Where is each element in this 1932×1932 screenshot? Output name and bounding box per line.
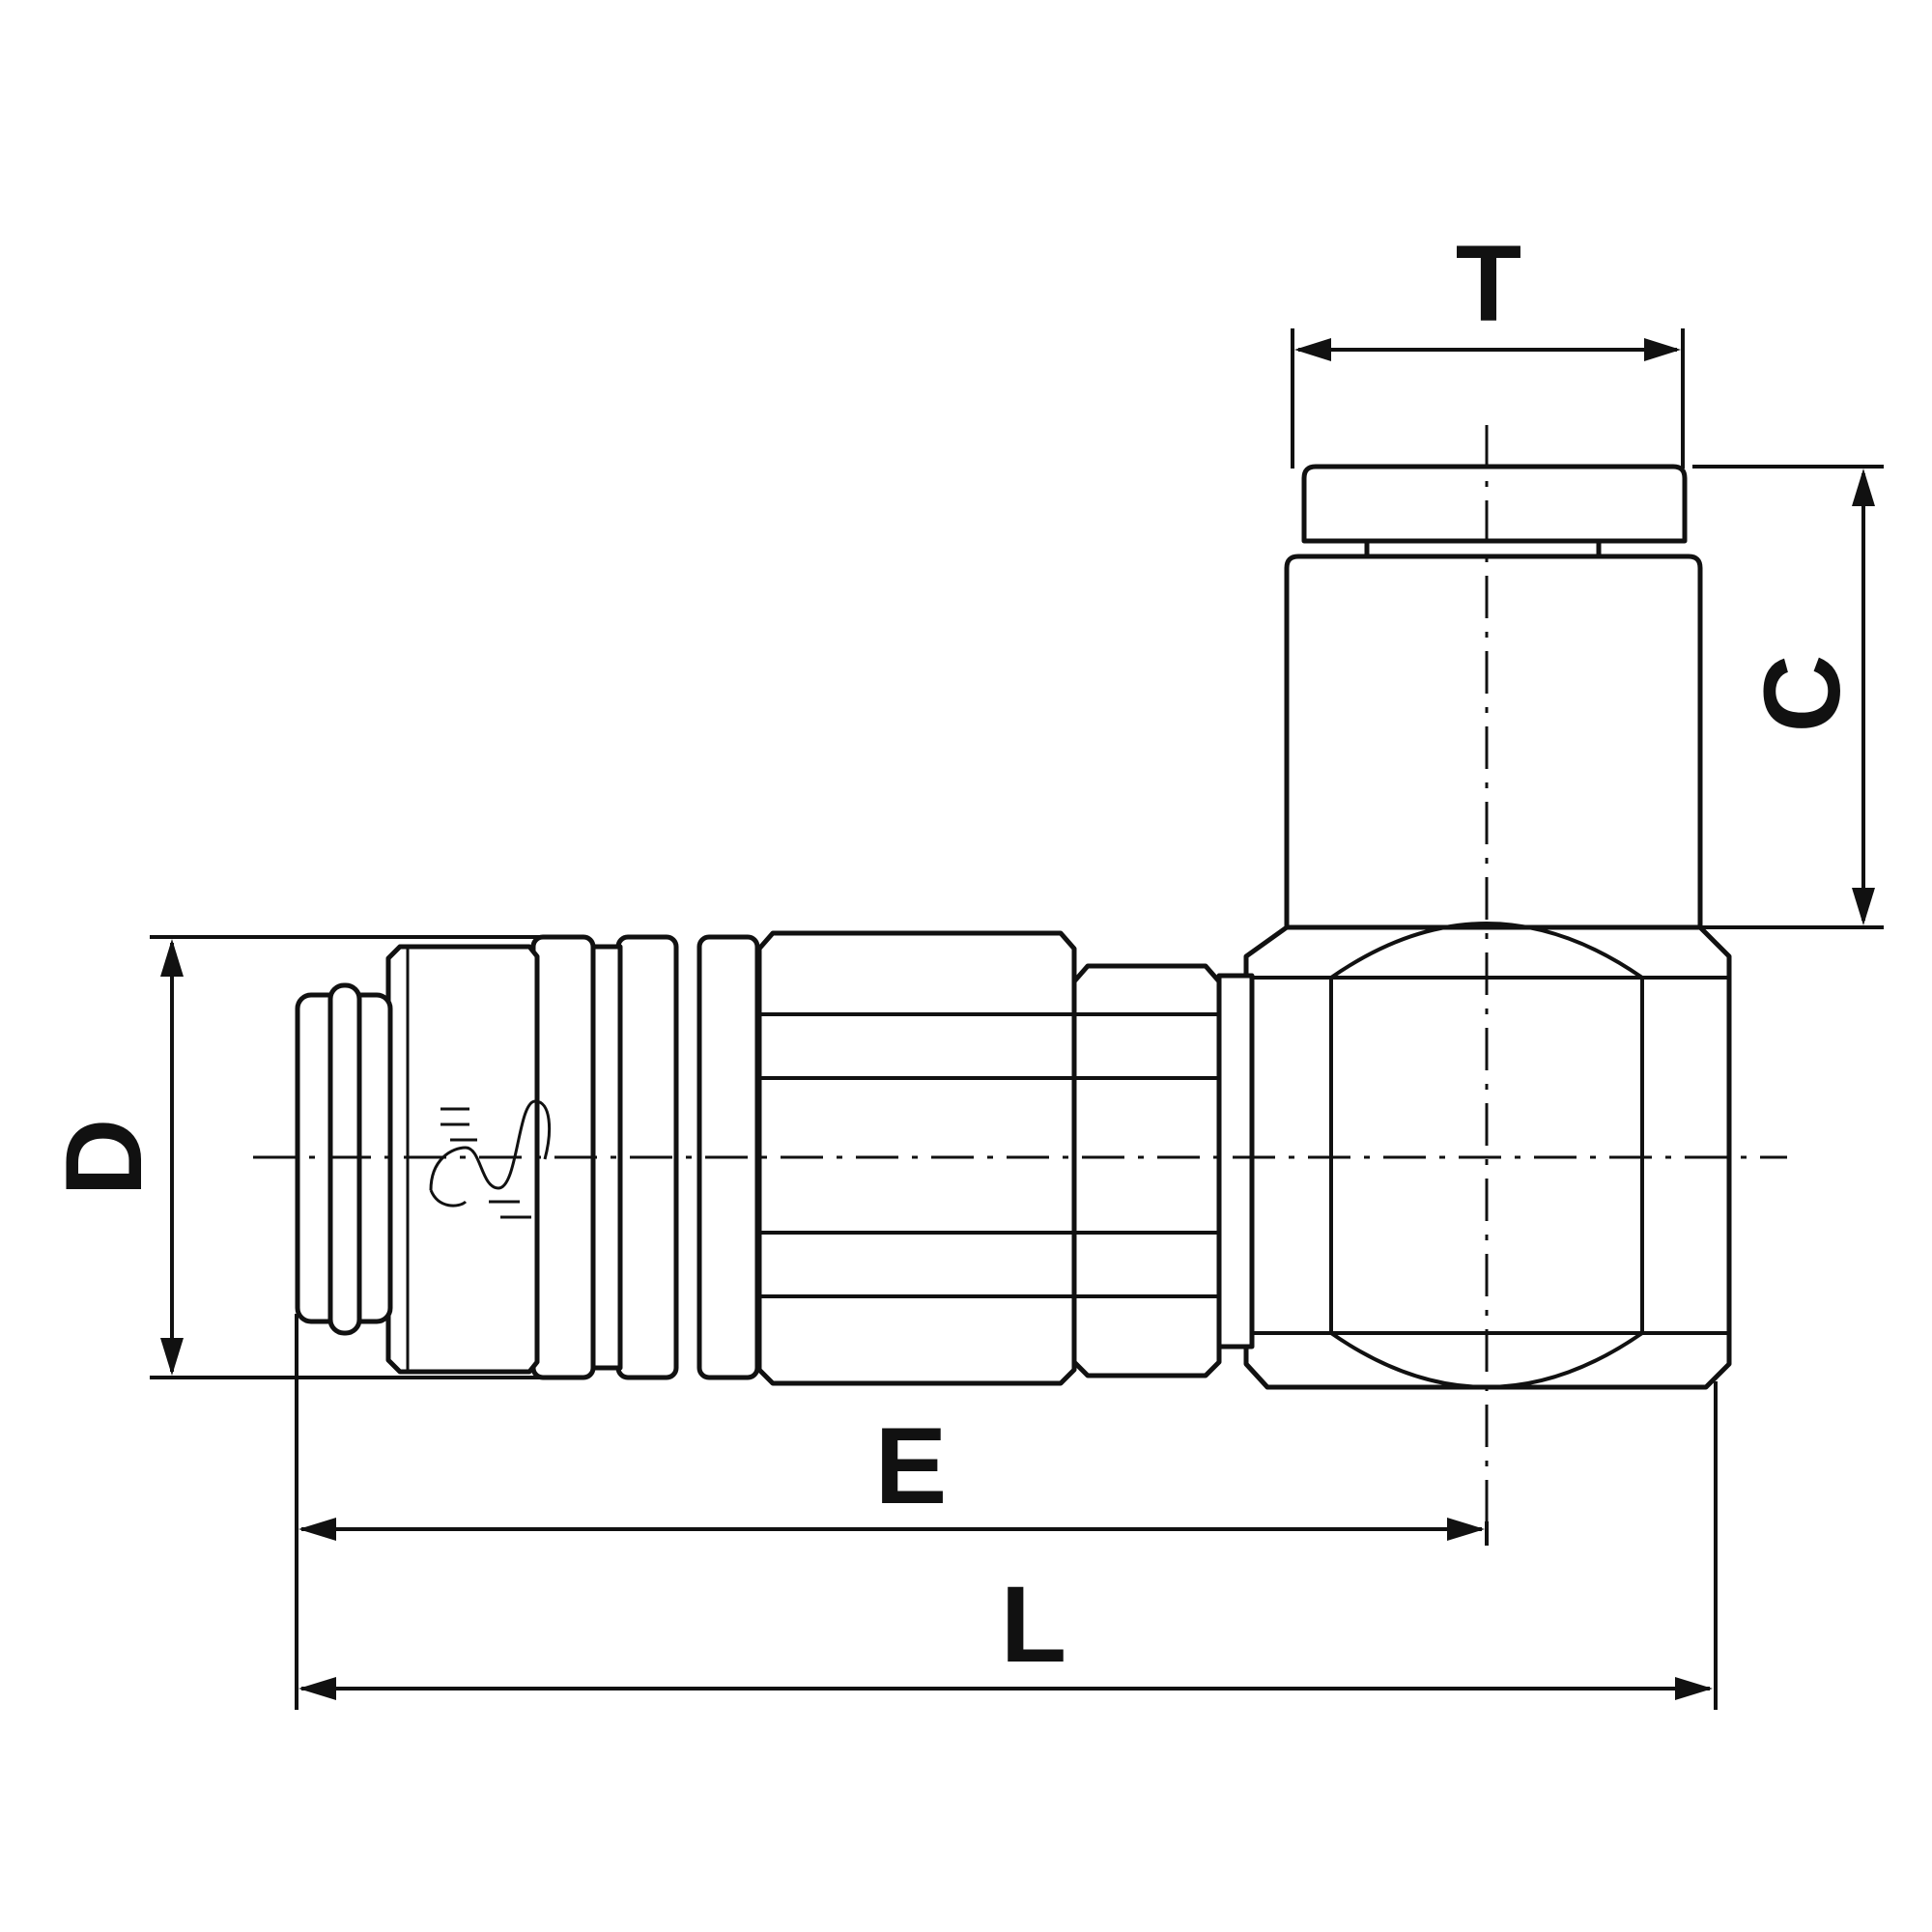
o-ring xyxy=(327,982,362,1336)
dimension-label-c: C xyxy=(1742,655,1862,733)
dimension-l: L xyxy=(298,1381,1718,1710)
nipple-tip xyxy=(295,982,393,1336)
dimension-t: T xyxy=(1291,223,1685,469)
dimension-e: E xyxy=(295,1314,1489,1710)
dimension-d: D xyxy=(43,935,560,1379)
elbow-bulge-top xyxy=(1329,922,1644,980)
dimension-c: C xyxy=(1692,465,1884,929)
hex-nut-right xyxy=(1071,963,1222,1378)
barrel xyxy=(1284,554,1703,930)
wave-logo-icon xyxy=(429,1099,552,1219)
collar xyxy=(1216,973,1255,1350)
dimension-label-e: E xyxy=(875,1406,948,1526)
top-cap xyxy=(1301,464,1688,544)
dimension-label-d: D xyxy=(43,1119,164,1197)
dimension-label-t: T xyxy=(1456,223,1521,344)
dimension-label-l: L xyxy=(1001,1564,1066,1685)
vertical-leg xyxy=(1284,464,1703,930)
